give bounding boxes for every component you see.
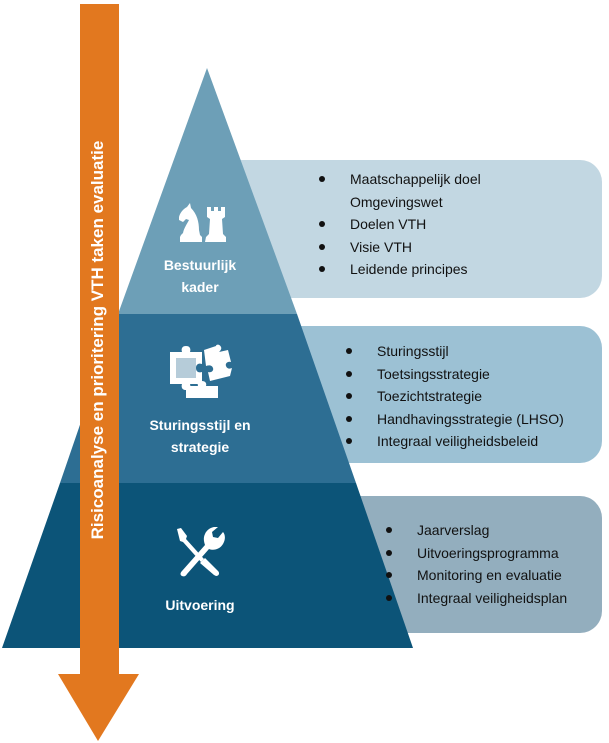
- tier-label-line1: Sturingsstijl en: [149, 417, 251, 433]
- pyramid-tier-middle: [60, 314, 356, 483]
- list-item: Visie VTH: [316, 236, 481, 259]
- list-item: Toetsingsstrategie: [343, 363, 564, 386]
- list-item: Jaarverslag: [383, 519, 567, 542]
- arrow-head: [58, 674, 139, 741]
- list-item: Maatschappelijk doel: [316, 168, 481, 191]
- tier-label-line2: kader: [181, 279, 219, 295]
- tier-label-line1: Bestuurlijk: [163, 257, 237, 273]
- list-item: Integraal veiligheidsplan: [383, 587, 567, 610]
- list-item: Uitvoeringsprogramma: [383, 542, 567, 565]
- list-item: Toezichtstrategie: [343, 385, 564, 408]
- chess-knight-rook-icon: [179, 203, 226, 242]
- bullet-list-uitvoering: Jaarverslag Uitvoeringsprogramma Monitor…: [383, 519, 567, 609]
- list-item: Integraal veiligheidsbeleid: [343, 430, 564, 453]
- list-item: Monitoring en evaluatie: [383, 564, 567, 587]
- list-item: Doelen VTH: [316, 213, 481, 236]
- tier-label-bestuurlijk-kader: Bestuurlijk kader: [140, 254, 260, 298]
- bullet-list-bestuurlijk: Maatschappelijk doel Omgevingswet Doelen…: [316, 168, 481, 281]
- tier-label-uitvoering: Uitvoering: [140, 594, 260, 616]
- pyramid-tier-top: [118, 68, 297, 314]
- tier-label-sturingsstijl: Sturingsstijl en strategie: [120, 414, 280, 458]
- list-item: Sturingsstijl: [343, 340, 564, 363]
- puzzle-icon: [170, 344, 232, 398]
- tier-label-line2: strategie: [170, 439, 230, 455]
- tools-icon: [177, 527, 225, 577]
- list-item-continuation: Omgevingswet: [350, 193, 443, 210]
- list-item: Leidende principes: [316, 258, 481, 281]
- arrow-shaft: [80, 4, 119, 680]
- list-item: Handhavingsstrategie (LHSO): [343, 408, 564, 431]
- tier-label-line1: Uitvoering: [165, 597, 235, 613]
- bullet-list-sturingsstijl: Sturingsstijl Toetsingsstrategie Toezich…: [343, 340, 564, 453]
- arrow-label: Risicoanalyse en prioritering VTH taken …: [88, 140, 107, 540]
